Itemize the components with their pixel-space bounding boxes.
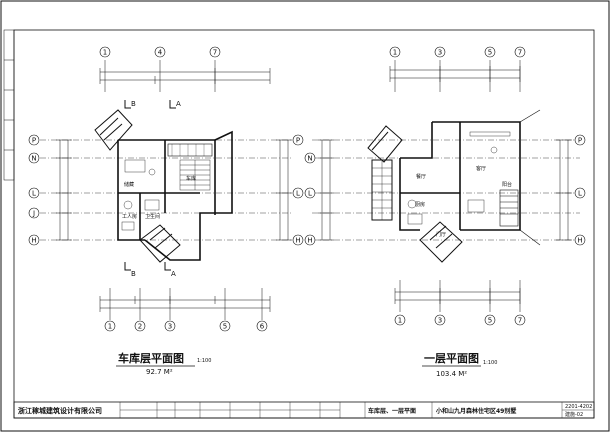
left-walls (117, 130, 233, 261)
left-plan-area: 92.7 M² (146, 368, 173, 376)
grid-bubble-left-top-1: 1 (103, 49, 107, 57)
left-plan-title: 车库层平面图 (118, 351, 184, 365)
row-bubble-j-left: J (32, 210, 35, 218)
right-plan-area: 103.4 M² (436, 370, 467, 378)
right-top-grid-bubbles (389, 46, 526, 58)
garage-floor-plan: B A B A 车库 储藏 工人房 卫生间 1 4 7 P N L J H P … (28, 46, 304, 376)
grid-bubble-left-bottom-2: 2 (138, 323, 142, 331)
row-bubble-h-far: H (577, 237, 582, 245)
right-bottom-dimensions (394, 280, 521, 312)
room-label-garage: 车库 (186, 175, 196, 182)
row-bubble-h-mid: H (295, 237, 300, 245)
room-label-bath: 卫生间 (145, 213, 160, 220)
grid-bubble-right-top-2: 3 (438, 49, 442, 57)
room-label-dining: 餐厅 (416, 173, 426, 180)
grid-bubble-left-bottom-3: 3 (168, 323, 172, 331)
grid-bubble-right-top-4: 7 (518, 49, 522, 57)
row-bubble-h-left: H (31, 237, 36, 245)
room-label-servant: 工人房 (122, 213, 137, 220)
left-stair (179, 159, 211, 191)
room-label-foyer: 门厅 (436, 231, 446, 238)
left-top-grid-bubbles (99, 46, 221, 58)
drawing-frame (13, 29, 595, 419)
row-bubble-n-right: N (307, 155, 312, 163)
left-bay-window (94, 109, 133, 151)
grid-bubble-right-bottom-3: 5 (488, 317, 492, 325)
left-side-dimensions (56, 139, 292, 241)
row-bubble-h-right: H (307, 237, 312, 245)
left-row-bubbles (28, 134, 304, 246)
grid-bubble-right-bottom-4: 7 (518, 317, 522, 325)
right-bottom-grid-bubbles (394, 314, 526, 326)
right-bay-window (367, 125, 403, 163)
left-bottom-grid-bubbles (104, 320, 268, 332)
title-block-dividers (119, 402, 594, 418)
grid-bubble-left-bottom-1: 1 (108, 323, 112, 331)
grid-bubble-right-top-1: 1 (393, 49, 397, 57)
left-section-marks (124, 100, 176, 271)
sheet-number: 建施-02 (565, 411, 583, 418)
section-mark-b-top: B (131, 100, 136, 108)
row-bubble-l-mid: L (296, 190, 300, 198)
right-balcony (499, 109, 541, 246)
left-fixtures (121, 159, 160, 231)
grid-bubble-left-bottom-5: 6 (260, 323, 265, 331)
right-plan-scale: 1:100 (483, 360, 497, 366)
right-side-dimensions (318, 139, 572, 241)
right-plan-title: 一层平面图 (424, 352, 479, 365)
first-floor-plan: 客厅 餐厅 厨房 门厅 阳台 1 3 5 7 N L H P L H 1 3 5 (304, 46, 586, 378)
company-name: 浙江稼城建筑设计有限公司 (18, 406, 102, 415)
left-top-dimensions (99, 60, 271, 92)
right-row-bubbles (304, 134, 586, 246)
right-fixtures (407, 131, 511, 225)
grid-bubble-left-top-2: 4 (158, 49, 163, 57)
row-bubble-p-left: P (32, 137, 36, 145)
row-bubble-p-mid: P (296, 137, 300, 145)
left-grid-lines (40, 139, 292, 241)
section-mark-a-top: A (176, 100, 181, 108)
left-plan-scale: 1:100 (197, 358, 211, 364)
row-bubble-l-far: L (578, 190, 582, 198)
section-mark-b-bottom: B (131, 270, 136, 278)
section-mark-a-bottom: A (171, 270, 176, 278)
room-label-balcony: 阳台 (502, 181, 512, 188)
right-grid-lines (312, 139, 580, 241)
right-walls (399, 121, 521, 231)
project-name: 小和山九月森林住宅区49别墅 (435, 407, 516, 415)
left-entry-bay (139, 224, 181, 263)
title-block: 浙江稼城建筑设计有限公司 车库层、一层平面 小和山九月森林住宅区49别墅 220… (13, 401, 595, 419)
drawing-name: 车库层、一层平面 (368, 407, 416, 415)
grid-bubble-right-bottom-2: 3 (438, 317, 442, 325)
row-bubble-p-far: P (578, 137, 582, 145)
grid-bubble-right-top-3: 5 (488, 49, 492, 57)
grid-bubble-left-bottom-4: 5 (223, 323, 227, 331)
row-bubble-n-left: N (31, 155, 36, 163)
row-bubble-l-left: L (32, 190, 36, 198)
right-entry-bay (419, 221, 463, 263)
room-label-living: 客厅 (476, 165, 486, 172)
binding-strip (3, 29, 15, 181)
left-bottom-dimensions (99, 288, 271, 320)
grid-bubble-left-top-3: 7 (213, 49, 217, 57)
grid-bubble-right-bottom-1: 1 (398, 317, 402, 325)
left-garage-hatch (167, 143, 213, 157)
room-label-storage: 储藏 (124, 181, 134, 188)
right-top-dimensions (389, 60, 521, 92)
drawing-number: 2201-4202 (565, 404, 592, 410)
right-stair (371, 159, 393, 221)
room-label-kitchen: 厨房 (415, 201, 425, 208)
row-bubble-l-right: L (308, 190, 312, 198)
